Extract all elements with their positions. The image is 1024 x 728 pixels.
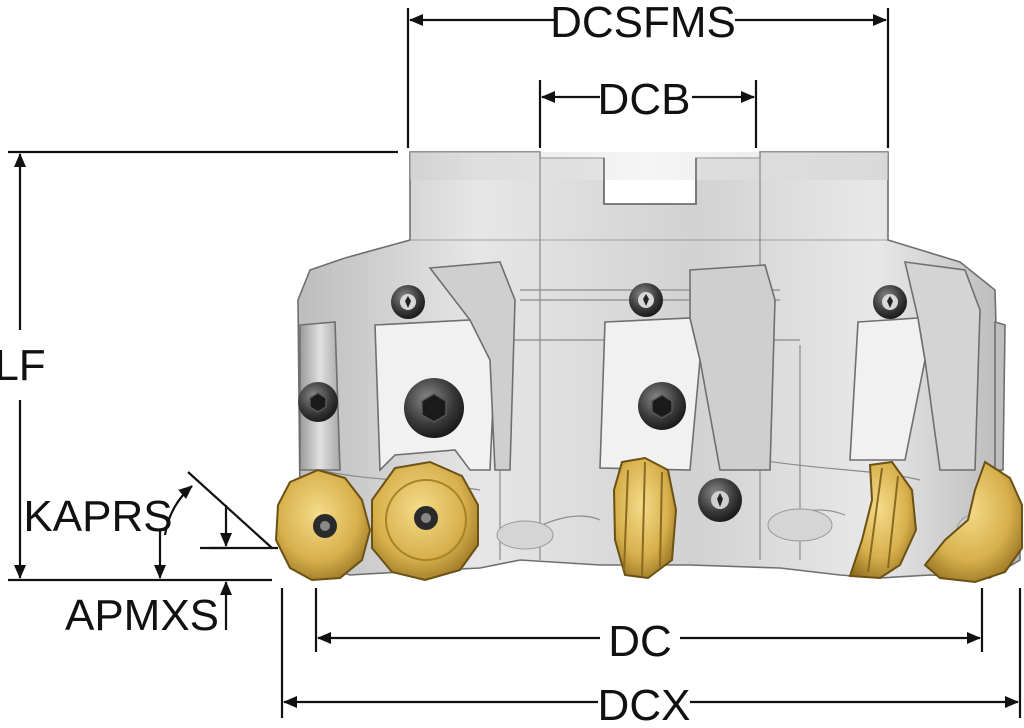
octagonal-insert-icon [923,460,1023,584]
clamp-screw-icon [391,285,425,319]
kaprs-arc-arrow [163,485,193,536]
chip-flute-1 [496,520,554,550]
keyway-slot [603,158,697,205]
label-apmxs: APMXS [65,591,219,640]
pocket-3-wall [903,261,981,471]
label-dcsfms: DCSFMS [550,0,736,47]
clamp-screw-icon [873,285,907,319]
label-lf: LF [0,341,46,390]
label-dcx: DCX [598,681,691,728]
pocket-1-wall [428,261,516,471]
label-dcb: DCB [598,75,691,124]
hex-screw-icon [638,382,686,430]
octagonal-insert-icon [371,460,479,582]
hex-screw-icon [298,382,338,422]
label-dc: DC [608,617,672,666]
insert-screw-icon [698,478,742,522]
hub-top-face [410,152,888,180]
hex-screw-icon [404,378,464,438]
octagonal-insert-icon [274,468,372,582]
insert-edge-icon [848,460,918,580]
insert-edge-icon [612,456,678,580]
screws [298,283,907,522]
pocket-2-wall [689,264,776,471]
clamp-screw-icon [629,283,663,317]
dimension-lines [8,8,1022,718]
cutter-body [297,151,1021,579]
chip-flute-2 [767,508,833,542]
pocket-3 [849,317,926,461]
pocket-right [994,320,1006,471]
label-kaprs: KAPRS [23,492,172,541]
inserts [274,456,1023,584]
dimension-labels: DCSFMS DCB LF KAPRS APMXS DC DCX [0,0,736,728]
